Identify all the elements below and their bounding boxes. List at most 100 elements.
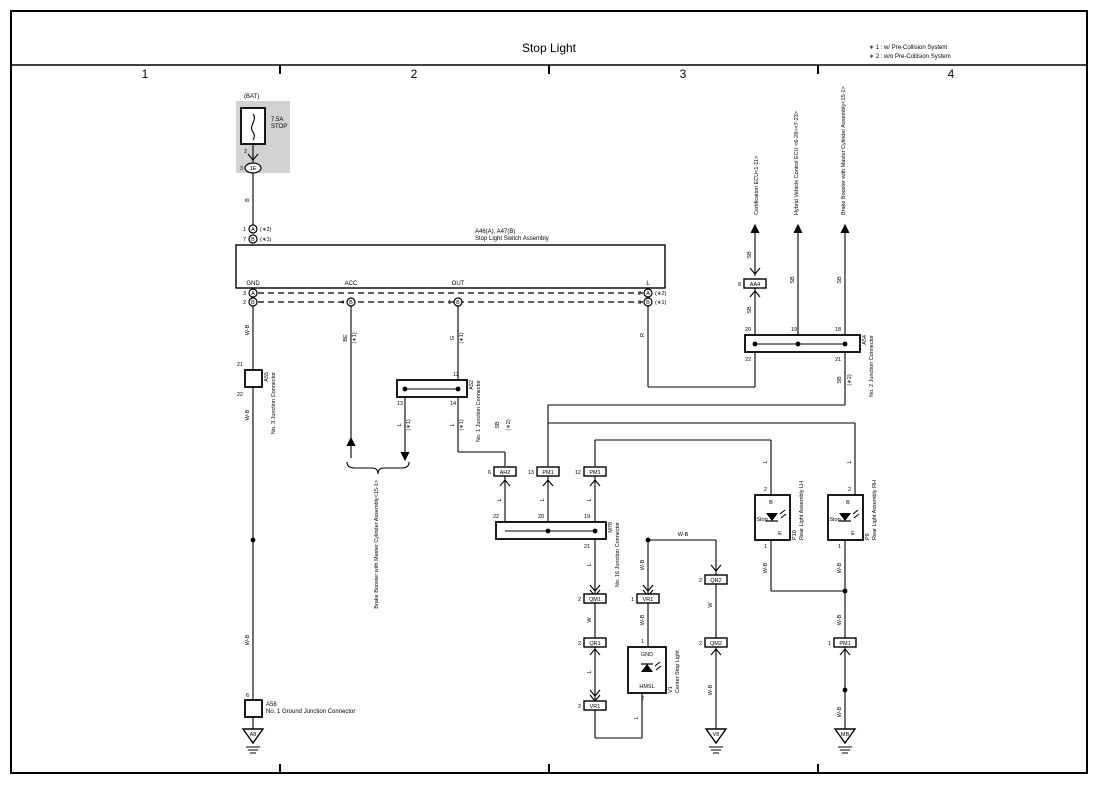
svg-text:2: 2 [638,291,641,297]
diagram-frame [10,10,1088,774]
svg-text:AH2: AH2 [500,470,511,476]
ground-junction-connector-a58 [244,699,263,718]
note-pre-collision: ∗ 1 : w/ Pre-Collision System [869,45,947,51]
center-stop-light-desc: Center Stop Light [675,650,681,693]
svg-text:W-B: W-B [708,684,714,695]
svg-text:B: B [251,237,255,243]
brake-booster-brace [346,461,410,475]
svg-text:B: B [769,500,773,506]
junction-connector-a55 [244,369,263,388]
svg-text:L: L [634,716,640,719]
svg-text:GND: GND [641,652,653,658]
svg-text:W-B: W-B [245,324,251,335]
svg-text:L: L [397,423,403,426]
svg-text:W: W [708,602,714,608]
svg-text:G: G [450,336,456,340]
svg-text:19: 19 [791,327,797,333]
svg-text:1: 1 [828,641,831,647]
fuse-body [240,107,266,145]
svg-text:BE: BE [343,334,349,342]
terminal-gnd: GND [246,281,260,287]
arrow-up-icon [793,223,803,234]
connector-vr1 [583,700,607,711]
connector-qm2 [704,637,728,648]
svg-text:PM1: PM1 [589,470,600,476]
fuse-element-icon [251,113,255,141]
svg-text:W-B: W-B [245,634,251,645]
svg-text:E: E [851,531,855,537]
splice-point [250,537,256,543]
svg-text:12: 12 [453,372,459,378]
svg-text:R: R [640,333,646,337]
switch-desc: Stop Light Switch Assembly [475,236,549,242]
svg-text:22: 22 [745,357,751,363]
svg-text:QR1: QR1 [589,641,600,647]
svg-text:W-B: W-B [640,559,646,570]
svg-text:(∗1): (∗1) [459,332,465,343]
terminal-out: OUT [452,281,465,287]
svg-text:V8: V8 [713,732,720,738]
svg-text:W-B: W-B [640,614,646,625]
arrow-down-icon [400,451,410,462]
svg-text:SB: SB [495,421,501,429]
svg-text:A55: A55 [264,372,270,382]
svg-text:A58: A58 [266,702,277,708]
svg-text:L: L [847,460,853,463]
svg-text:6: 6 [246,693,249,699]
svg-text:V1: V1 [668,686,674,693]
svg-text:A54: A54 [862,335,868,345]
led-icon [839,513,851,521]
column-label-1: 1 [142,67,149,81]
svg-text:(∗2): (∗2) [506,419,512,430]
fuse-rating: 7.5A [271,117,283,123]
svg-text:21: 21 [237,362,243,368]
arrow-up-icon [840,223,850,234]
ground-junction-desc: No. 1 Ground Junction Connector [266,709,355,715]
svg-text:SB: SB [747,306,753,314]
svg-text:20: 20 [538,514,544,520]
svg-text:2: 2 [578,704,581,710]
svg-text:1: 1 [838,544,841,550]
svg-text:SB: SB [747,251,753,259]
svg-text:20: 20 [745,327,751,333]
stop-light-switch-assembly [235,244,666,289]
led-icon [766,513,778,521]
svg-text:W-B: W-B [678,532,689,538]
svg-text:3: 3 [240,166,243,172]
svg-text:L: L [587,670,593,673]
svg-text:1: 1 [448,300,451,306]
svg-text:L: L [587,498,593,501]
svg-text:3: 3 [638,300,641,306]
svg-text:(∗1): (∗1) [655,300,666,306]
svg-text:19: 19 [584,514,590,520]
connector-vr1-b [636,593,660,604]
svg-text:No. 1 Junction Connector: No. 1 Junction Connector [476,380,482,442]
svg-text:W-B: W-B [837,706,843,717]
svg-text:SB: SB [790,276,796,284]
svg-text:L: L [587,563,593,566]
svg-text:8: 8 [738,282,741,288]
svg-text:A: A [646,291,650,297]
svg-text:VR1: VR1 [643,597,654,603]
svg-text:M78: M78 [608,522,614,533]
svg-text:2: 2 [244,149,247,155]
svg-text:Stop: Stop [829,517,840,523]
diagram-title: Stop Light [522,41,577,55]
svg-text:2: 2 [848,487,851,493]
svg-text:W-B: W-B [837,562,843,573]
hybrid-ecu-label: Hybrid Vehicle Control ECU <6-28><7-23> [794,111,800,215]
svg-text:B: B [646,300,650,306]
svg-text:No. 2 Junction Connector: No. 2 Junction Connector [869,335,875,397]
svg-text:(∗2): (∗2) [847,374,853,385]
svg-text:A8: A8 [250,732,257,738]
note-no-pre-collision: ∗ 2 : w/o Pre-Collision System [869,54,951,60]
ground-v8-icon [704,728,728,745]
svg-text:W-B: W-B [763,562,769,573]
switch-pin-7b [248,234,258,244]
fuse-block: (BAT) 7.5A STOP 2 1E 3 [236,94,290,174]
svg-text:2: 2 [243,300,246,306]
svg-text:QR2: QR2 [710,578,721,584]
svg-text:P10: P10 [792,530,798,540]
svg-text:B: B [245,198,251,202]
